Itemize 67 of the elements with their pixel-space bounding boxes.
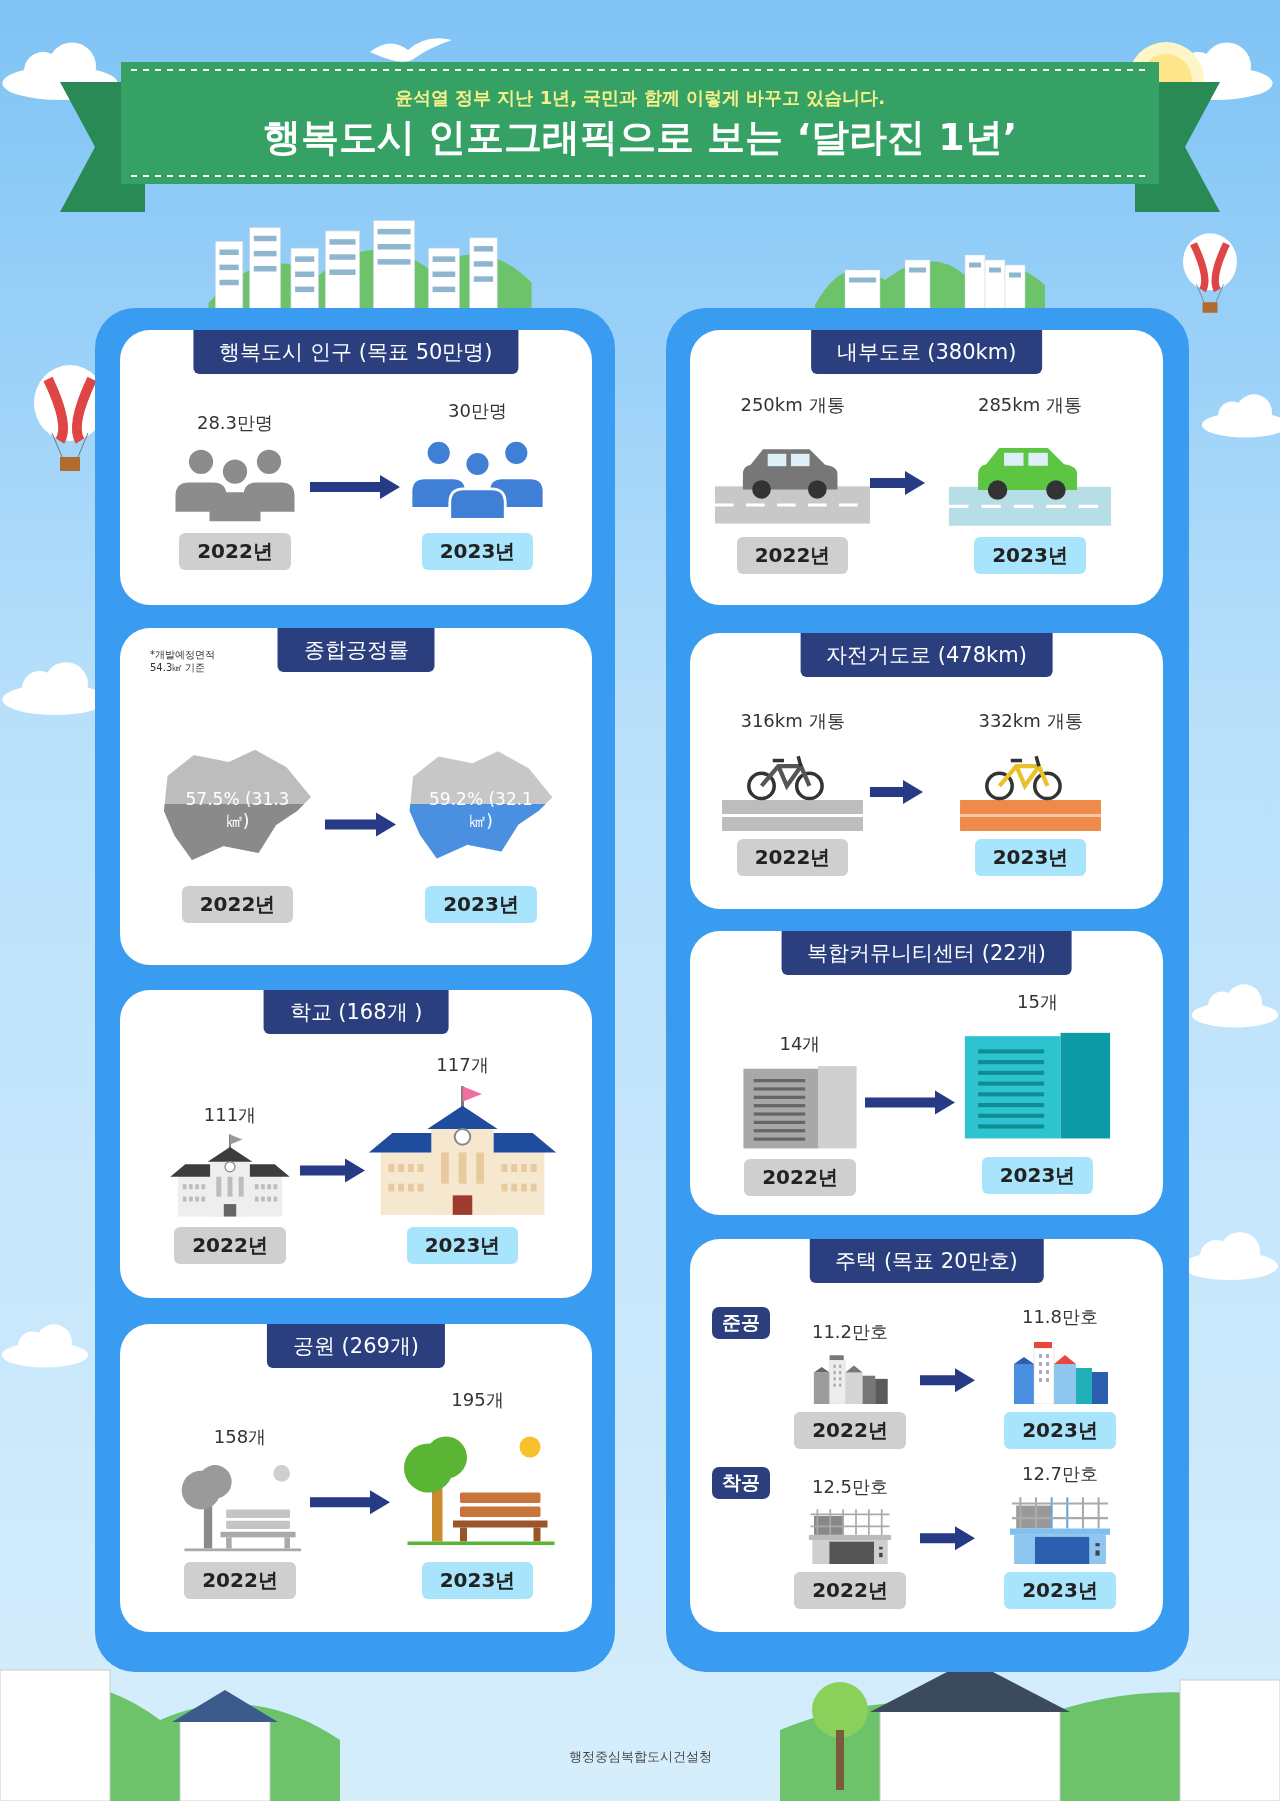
value-label: 117개 <box>436 1053 489 1077</box>
heading-tab: 복합커뮤니티센터 (22개) <box>781 931 1072 975</box>
arrow <box>325 812 396 837</box>
value-label: 316km 개통 <box>740 709 845 733</box>
value-label: 195개 <box>451 1388 504 1412</box>
heading-tab: 주택 (목표 20만호) <box>809 1239 1044 1283</box>
year-badge: 2022년 <box>174 1227 286 1264</box>
value-label: 15개 <box>1017 990 1058 1014</box>
arrow <box>920 1526 975 1551</box>
heading-tab: 학교 (168개 ) <box>263 990 449 1034</box>
category-badge: 준공 <box>712 1307 770 1339</box>
info-card <box>690 931 1163 1215</box>
value-label: 11.2만호 <box>811 1320 889 1344</box>
year-badge: 2023년 <box>1004 1412 1116 1449</box>
arrow <box>865 1090 955 1115</box>
year-badge: 2022년 <box>181 886 294 923</box>
year-badge: 2022년 <box>794 1412 906 1449</box>
value-label: 59.2% (32.1㎢) <box>428 788 534 832</box>
arrow <box>300 1158 365 1183</box>
category-badge: 착공 <box>712 1467 770 1499</box>
heading-tab: 공원 (269개) <box>266 1324 446 1368</box>
year-badge: 2022년 <box>179 533 291 570</box>
arrow <box>310 475 400 499</box>
footnote: *개발예정면적 54.3㎢ 기준 <box>150 648 216 674</box>
year-badge: 2023년 <box>421 533 534 570</box>
year-badge: 2023년 <box>421 1562 534 1599</box>
year-badge: 2023년 <box>974 839 1087 876</box>
info-card <box>120 990 592 1298</box>
value-label: 158개 <box>213 1425 267 1449</box>
info-card <box>690 330 1163 605</box>
value-label: 11.8만호 <box>1021 1305 1099 1329</box>
info-card <box>690 633 1163 909</box>
value-label: 14개 <box>779 1032 821 1056</box>
year-badge: 2023년 <box>425 886 537 923</box>
agency-name: 행정중심복합도시건설청 <box>567 1748 713 1766</box>
value-label: 12.7만호 <box>1021 1462 1099 1486</box>
value-label: 285km 개통 <box>977 393 1082 417</box>
heading-tab: 행복도시 인구 (목표 50만명) <box>193 330 519 374</box>
value-label: 332km 개통 <box>978 709 1083 733</box>
heading-tab: 내부도로 (380km) <box>810 330 1043 374</box>
info-card <box>690 1239 1163 1632</box>
year-badge: 2022년 <box>184 1562 296 1599</box>
year-badge: 2022년 <box>794 1572 906 1609</box>
year-badge: 2022년 <box>736 537 849 574</box>
arrow <box>870 780 923 804</box>
info-card <box>120 628 592 965</box>
arrow <box>920 1368 975 1393</box>
arrow <box>310 1490 390 1515</box>
subtitle: 윤석열 정부 지난 1년, 국민과 함께 이렇게 바꾸고 있습니다. <box>393 86 887 110</box>
arrow <box>870 471 925 495</box>
value-label: 30만명 <box>448 399 507 423</box>
year-badge: 2022년 <box>744 1159 856 1196</box>
info-card <box>120 330 592 605</box>
main-title: 행복도시 인포그래픽으로 보는 ‘달라진 1년’ <box>261 114 1019 161</box>
value-label: 111개 <box>203 1103 257 1127</box>
heading-tab: 종합공정률 <box>277 628 435 672</box>
value-label: 12.5만호 <box>811 1475 889 1499</box>
value-label: 28.3만명 <box>196 411 274 435</box>
heading-tab: 자전거도로 (478km) <box>800 633 1053 677</box>
value-label: 250km 개통 <box>740 393 845 417</box>
info-card <box>120 1324 592 1632</box>
year-badge: 2022년 <box>736 839 849 876</box>
year-badge: 2023년 <box>1004 1572 1116 1609</box>
year-badge: 2023년 <box>981 1157 1094 1194</box>
value-label: 57.5% (31.3㎢) <box>184 788 291 832</box>
year-badge: 2023년 <box>406 1227 519 1264</box>
year-badge: 2023년 <box>974 537 1086 574</box>
